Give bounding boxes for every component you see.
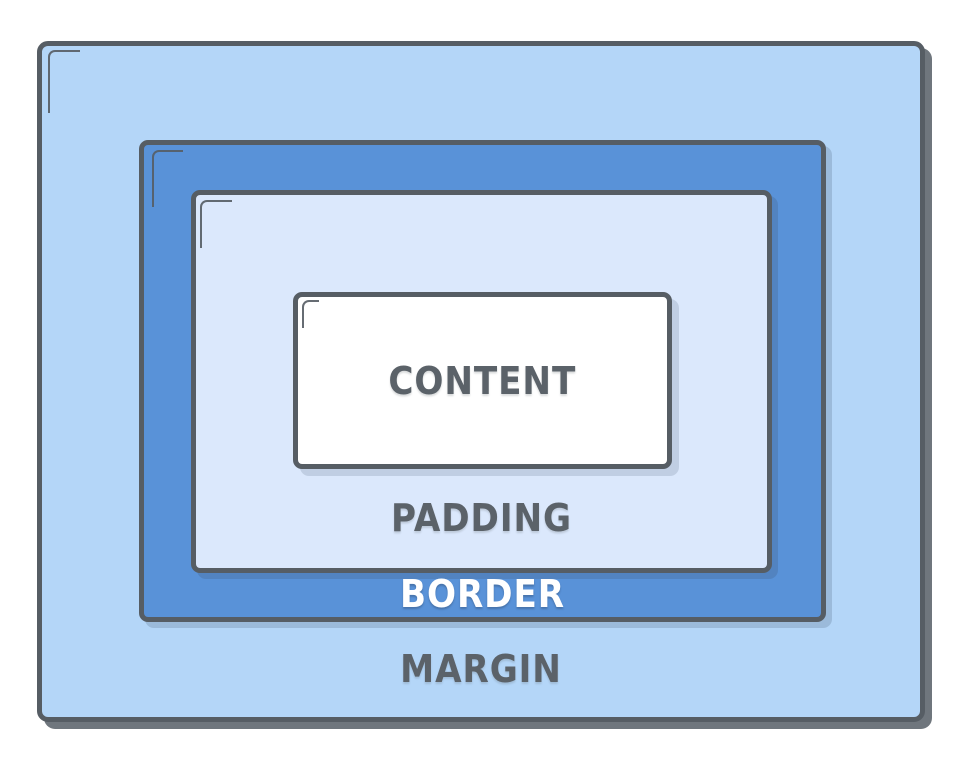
corner-mark-icon bbox=[302, 300, 319, 328]
margin-box: CONTENT PADDING BORDER MARGIN bbox=[37, 41, 925, 722]
content-label: CONTENT bbox=[388, 358, 577, 403]
corner-mark-icon bbox=[152, 150, 183, 207]
content-box: CONTENT bbox=[293, 292, 672, 469]
border-box: CONTENT PADDING BORDER bbox=[139, 140, 826, 622]
padding-label: PADDING bbox=[391, 496, 572, 540]
padding-box: CONTENT PADDING bbox=[191, 190, 772, 573]
margin-label: MARGIN bbox=[400, 647, 562, 691]
corner-mark-icon bbox=[200, 200, 232, 248]
border-label: BORDER bbox=[400, 572, 565, 616]
corner-mark-icon bbox=[48, 50, 80, 113]
